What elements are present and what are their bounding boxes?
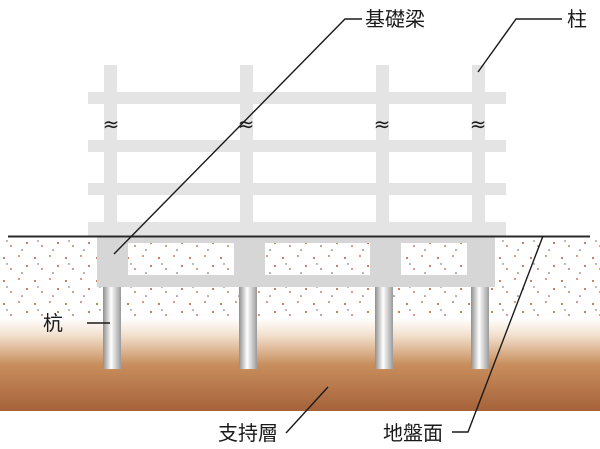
label-bearing-layer: 支持層 xyxy=(218,421,278,445)
label-column: 柱 xyxy=(567,7,587,31)
leader-column xyxy=(477,18,562,73)
leader-ground-level xyxy=(452,235,544,433)
frame-beam xyxy=(88,140,506,152)
foundation-beam xyxy=(97,236,495,287)
break-mark-4: ≈ xyxy=(470,112,487,136)
frame-beam xyxy=(88,222,506,236)
leader-bearing-layer xyxy=(285,386,329,434)
pile xyxy=(471,285,489,369)
break-mark-1: ≈ xyxy=(103,112,120,136)
building-frame xyxy=(88,65,506,237)
piles xyxy=(103,285,489,369)
pile xyxy=(239,285,257,369)
break-mark-3: ≈ xyxy=(374,112,391,136)
break-mark-2: ≈ xyxy=(238,112,255,136)
leader-lines xyxy=(87,18,562,434)
leader-foundation-beam xyxy=(113,18,362,255)
frame-beam xyxy=(88,92,506,104)
frame-beam xyxy=(88,183,506,195)
label-ground-level: 地盤面 xyxy=(383,421,443,445)
pile xyxy=(103,285,121,369)
pile xyxy=(375,285,393,369)
label-foundation-beam: 基礎梁 xyxy=(365,7,425,31)
label-pile: 杭 xyxy=(43,311,63,335)
break-marks: ≈ ≈ ≈ ≈ xyxy=(103,112,487,136)
bearing-layer xyxy=(0,318,600,411)
